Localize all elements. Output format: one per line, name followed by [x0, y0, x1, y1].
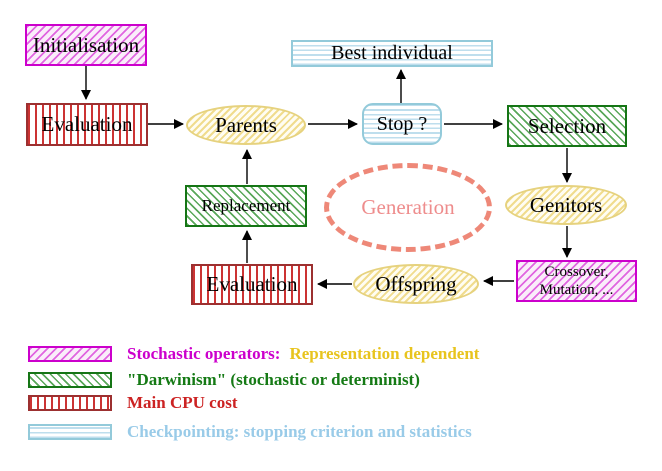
legend-label-checkpointing: Checkpointing: stopping criterion and st… — [127, 422, 472, 441]
node-genitors: Genitors — [505, 185, 627, 225]
node-stop: Stop ? — [362, 103, 442, 145]
crossover-line1: Crossover, — [544, 264, 609, 280]
legend-row-main-cpu-cost: Main CPU cost — [28, 393, 238, 412]
legend-label-main-cpu-cost: Main CPU cost — [127, 393, 238, 412]
node-initialisation: Initialisation — [25, 24, 147, 66]
legend-row-darwinism: "Darwinism" (stochastic or determinist) — [28, 370, 420, 389]
node-replacement: Replacement — [185, 185, 307, 227]
legend-label-stochastic-operators: Stochastic operators: — [127, 344, 281, 363]
legend-swatch-magenta-hatch — [28, 346, 112, 362]
generation-loop-ellipse: Generation — [324, 163, 492, 252]
node-parents: Parents — [186, 105, 306, 145]
legend-swatch-cyan-stripes — [28, 424, 112, 440]
node-crossover-mutation: Crossover, Mutation, ... — [516, 260, 637, 302]
node-evaluation-bottom: Evaluation — [191, 264, 313, 305]
crossover-line2: Mutation, ... — [539, 282, 614, 298]
legend-label-darwinism: "Darwinism" (stochastic or determinist) — [127, 370, 420, 389]
legend-label-representation-dependent: Representation dependent — [289, 344, 480, 363]
legend-swatch-green-hatch — [28, 372, 112, 388]
legend-row-checkpointing: Checkpointing: stopping criterion and st… — [28, 422, 472, 441]
node-best-individual: Best individual — [291, 40, 493, 67]
legend-swatch-red-stripes — [28, 395, 112, 411]
legend-row-stochastic-operators: Stochastic operators: Representation dep… — [28, 344, 480, 363]
node-evaluation-top: Evaluation — [26, 103, 148, 146]
node-offspring: Offspring — [353, 264, 479, 304]
node-selection: Selection — [507, 105, 627, 147]
